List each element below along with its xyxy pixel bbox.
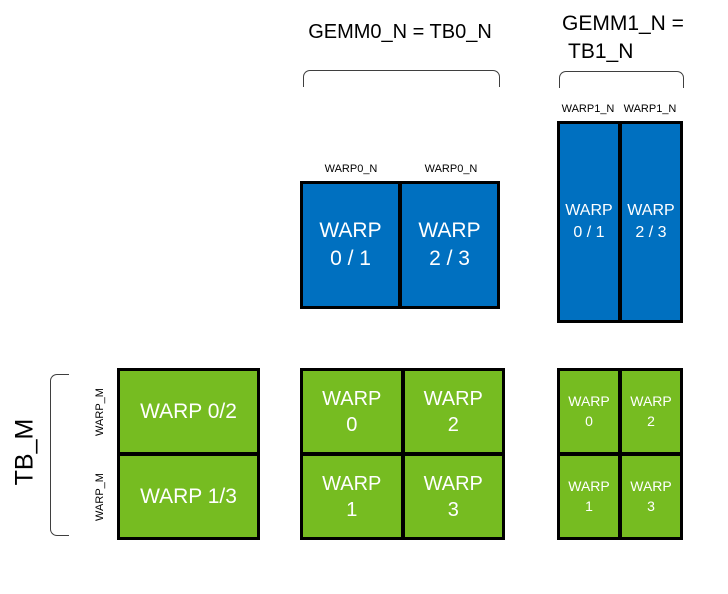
warp-cell-label: WARP <box>322 387 382 410</box>
gemm0-warp-tiles: WARP 0 / 1 WARP 2 / 3 <box>300 181 500 309</box>
warp-cell-2: WARP 2 <box>622 371 680 452</box>
warp-cell-label: WARP <box>319 218 382 242</box>
warp-cell-label: 0 / 1 <box>330 247 371 270</box>
warp-cell-label: WARP <box>565 201 613 219</box>
warp-cell-label: WARP <box>630 477 672 494</box>
warp-cell-label: WARP 0/2 <box>140 399 237 423</box>
gemm1-n-header-line2: TB1_N <box>568 40 634 63</box>
warp-cell-1: WARP 1 <box>560 456 618 537</box>
warp-cell-3: WARP 3 <box>622 456 680 537</box>
gemm1-n-bracket <box>559 71 684 88</box>
warp-cell-0: WARP 0 <box>560 371 618 452</box>
tb-m-label: TB_M <box>10 418 39 486</box>
warp1-n-label-left: WARP1_N <box>561 103 615 115</box>
warp-cell-label: 3 <box>647 497 655 514</box>
warp-cell-gemm1-23: WARP 2 / 3 <box>622 124 680 320</box>
warp-cell-label: 2 / 3 <box>635 224 667 241</box>
tb-m-bracket <box>50 374 69 536</box>
warp1-n-label-right: WARP1_N <box>623 103 677 115</box>
gemm1-n-header: GEMM1_N = TB1_N <box>562 10 684 66</box>
warp-cell-label: WARP <box>568 392 610 409</box>
tb-m-warp-tiles: WARP 0/2 WARP 1/3 <box>117 368 260 540</box>
warp0-n-label-right: WARP0_N <box>424 163 478 175</box>
warp-cell-label: 1 <box>585 497 593 514</box>
warp-cell-label: 3 <box>447 498 459 521</box>
warp-cell-label: WARP <box>423 387 483 410</box>
warp-cell-label: 2 <box>447 413 459 436</box>
gemm0-n-header: GEMM0_N = TB0_N <box>308 21 492 43</box>
warp-cell-1: WARP 1 <box>303 456 401 537</box>
warp-cell-3: WARP 3 <box>404 456 502 537</box>
warp-cell-label: WARP <box>627 201 675 219</box>
warp-cell-gemm0-01: WARP 0 / 1 <box>303 184 398 306</box>
gemm0-n-bracket <box>303 70 500 87</box>
warp-cell-label: 2 / 3 <box>429 247 470 270</box>
warp-cell-0: WARP 0 <box>303 371 401 452</box>
warp-m-label-bottom: WARP_M <box>94 473 106 521</box>
warp-cell-label: 0 <box>585 412 593 429</box>
warp-cell-label: WARP 1/3 <box>140 484 237 508</box>
warp-m-label-top: WARP_M <box>94 388 106 436</box>
gemm1-warp-grid: WARP 0 WARP 2 WARP 1 WARP 3 <box>557 368 683 540</box>
warp-cell-label: 1 <box>346 498 358 521</box>
warp-cell-label: 2 <box>647 412 655 429</box>
warp-cell-2: WARP 2 <box>404 371 502 452</box>
warp-cell-label: WARP <box>568 477 610 494</box>
warp-cell-02: WARP 0/2 <box>120 371 257 452</box>
gemm0-warp-grid: WARP 0 WARP 2 WARP 1 WARP 3 <box>300 368 505 540</box>
gemm1-warp-tiles: WARP 0 / 1 WARP 2 / 3 <box>557 121 683 323</box>
warp0-n-label-left: WARP0_N <box>324 163 378 175</box>
warp-cell-gemm1-01: WARP 0 / 1 <box>560 124 618 320</box>
warp-cell-gemm0-23: WARP 2 / 3 <box>402 184 497 306</box>
warp-cell-label: WARP <box>418 218 481 242</box>
warp-cell-13: WARP 1/3 <box>120 456 257 537</box>
warp-cell-label: WARP <box>423 472 483 495</box>
warp-cell-label: WARP <box>630 392 672 409</box>
warp-cell-label: 0 / 1 <box>573 224 605 241</box>
gemm1-n-header-line1: GEMM1_N = <box>562 12 684 35</box>
warp-cell-label: WARP <box>322 472 382 495</box>
warp-cell-label: 0 <box>346 413 358 436</box>
